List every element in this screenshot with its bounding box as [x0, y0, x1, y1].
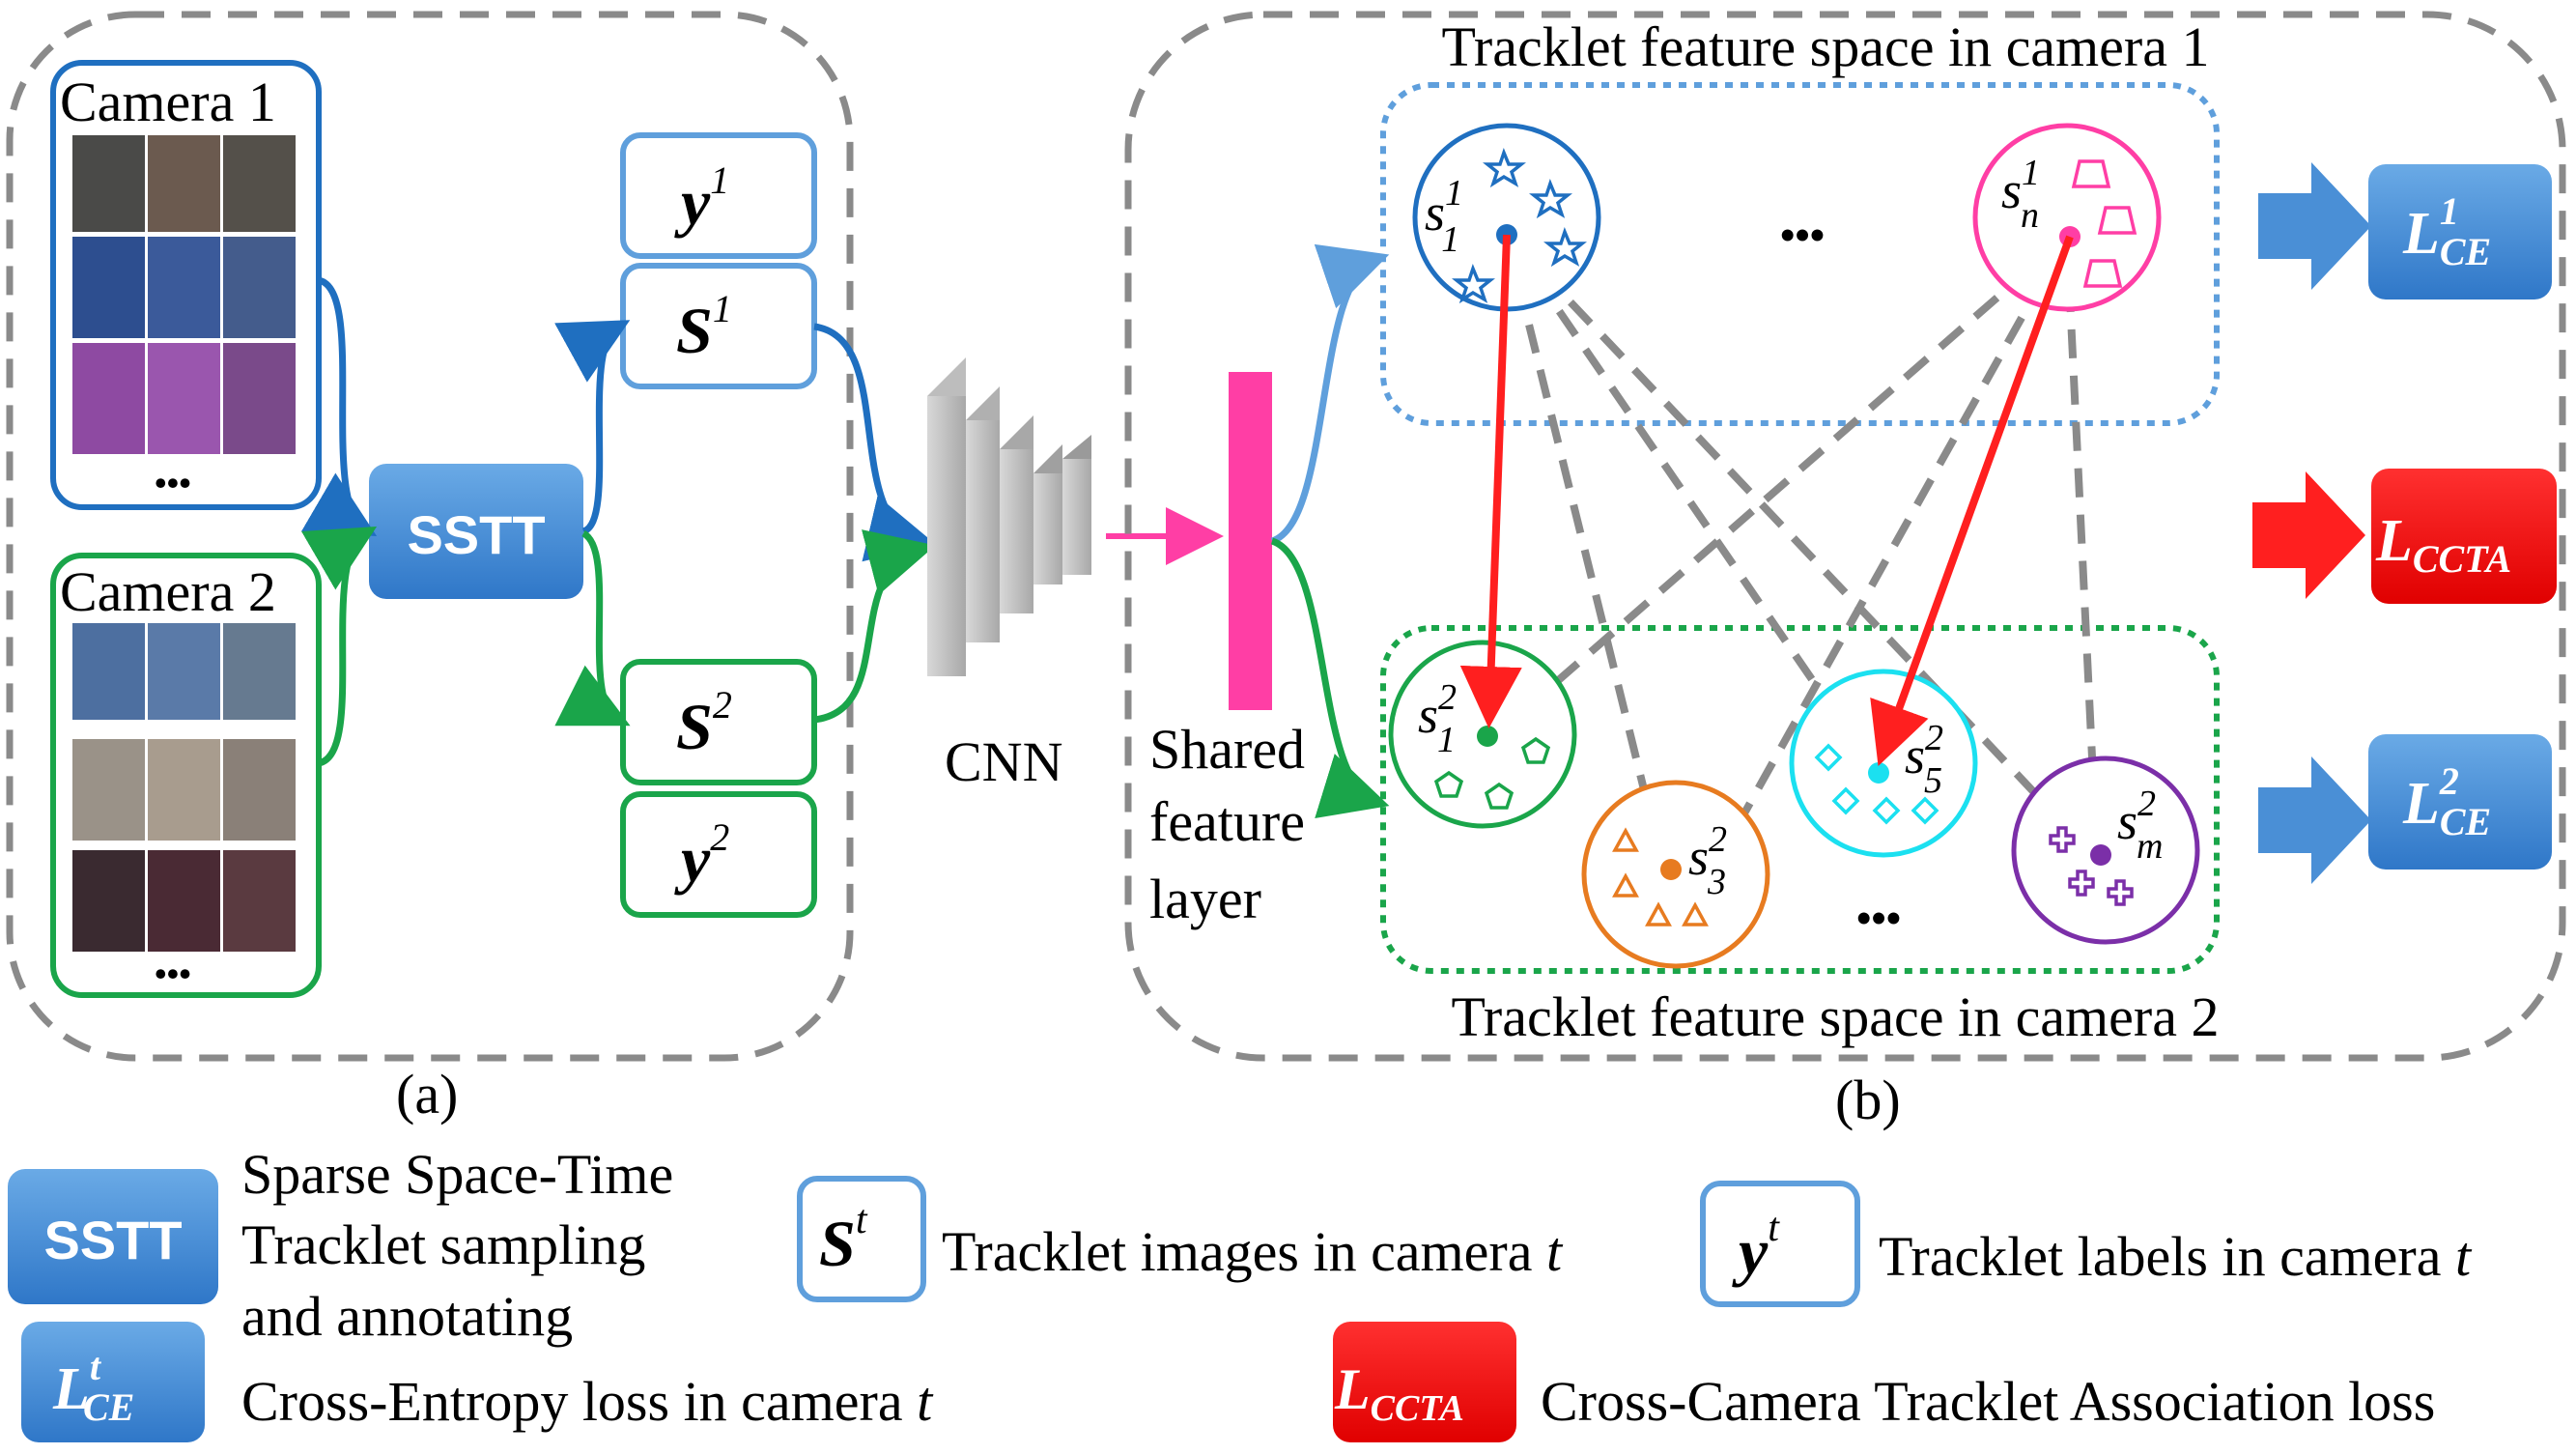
- pentagon-markers: [1433, 736, 1551, 810]
- camera2-thumbnails: [72, 623, 296, 952]
- shared-label-line1: Shared: [1149, 718, 1305, 781]
- legend-sstt-line3: and annotating: [241, 1285, 573, 1348]
- cross-markers: [2049, 826, 2134, 906]
- legend-yt-desc: Tracklet labels in camera t: [1879, 1225, 2473, 1288]
- panel-b-caption: (b): [1835, 1069, 1901, 1131]
- arrow-to-ce2: [2258, 756, 2371, 884]
- space2-dots: •••: [1856, 895, 1901, 942]
- shared-label-line2: feature: [1149, 790, 1305, 853]
- legend-lce-desc: Cross-Entropy loss in camera t: [241, 1370, 934, 1433]
- y2-box: [620, 791, 817, 918]
- camera2-ellipsis: •••: [155, 955, 191, 993]
- shared-feature-layer: [1229, 372, 1272, 710]
- legend-lccta-desc: Cross-Camera Tracklet Association loss: [1541, 1370, 2435, 1433]
- space1-title: Tracklet feature space in camera 1: [1442, 15, 2210, 78]
- cluster-s1-n: [1972, 123, 2162, 312]
- legend-st-label: St: [819, 1198, 868, 1280]
- legend-sstt-box: [8, 1169, 218, 1304]
- legend-lce-box: [21, 1322, 205, 1442]
- cluster-s2-5: [1789, 669, 1978, 858]
- loss-ce2-box: [2368, 734, 2552, 870]
- s1-label: S1: [676, 287, 732, 367]
- y1-box: [620, 132, 817, 259]
- arrow-to-ccta: [2252, 471, 2365, 599]
- legend-st-box: [797, 1176, 926, 1302]
- s2-label: S2: [676, 683, 732, 763]
- space2-box: [1380, 625, 2220, 974]
- loss-ccta-label: LCCTA: [2375, 508, 2511, 581]
- legend-sstt-line1: Sparse Space-Time: [241, 1143, 673, 1206]
- legend-lccta-box: [1333, 1322, 1516, 1442]
- cnn-label: CNN: [945, 730, 1062, 793]
- sstt-label: SSTT: [407, 504, 545, 565]
- loss-ce1-box: [2368, 164, 2552, 299]
- trapezoid-markers: [2071, 159, 2137, 288]
- y1-label: y1: [674, 158, 729, 239]
- loss-ccta-box: [2371, 469, 2557, 604]
- camera1-label: Camera 1: [60, 71, 276, 133]
- triangle-markers: [1612, 827, 1709, 927]
- legend-sstt-label: SSTT: [43, 1210, 182, 1270]
- space1-box: [1380, 82, 2220, 426]
- legend-sstt-line2: Tracklet sampling: [241, 1213, 645, 1276]
- camera1-thumbnails: [72, 135, 296, 454]
- space1-dots: •••: [1780, 212, 1825, 259]
- legend-yt-box: [1700, 1181, 1860, 1307]
- arrow-to-ce1: [2258, 162, 2371, 290]
- camera1-ellipsis: •••: [155, 464, 191, 502]
- diamond-markers: [1814, 743, 1939, 825]
- cnn-block: [927, 357, 1091, 676]
- shared-label-line3: layer: [1149, 868, 1261, 930]
- y2-label: y2: [674, 815, 729, 896]
- cross-camera-associations: [1489, 232, 2125, 898]
- space2-title: Tracklet feature space in camera 2: [1452, 985, 2220, 1048]
- panel-a-frame: [6, 11, 854, 1062]
- legend-st-desc: Tracklet images in camera t: [942, 1220, 1564, 1283]
- sstt-box: [369, 464, 583, 599]
- panel-a-caption: (a): [396, 1063, 458, 1126]
- camera2-label: Camera 2: [60, 560, 276, 623]
- positive-associations: [1459, 234, 2074, 767]
- panel-b-frame: [1124, 11, 2566, 1062]
- legend-yt-label: yt: [1732, 1206, 1780, 1288]
- legend-lccta-label: LCCTA: [1334, 1357, 1464, 1429]
- star-markers: [1452, 148, 1587, 304]
